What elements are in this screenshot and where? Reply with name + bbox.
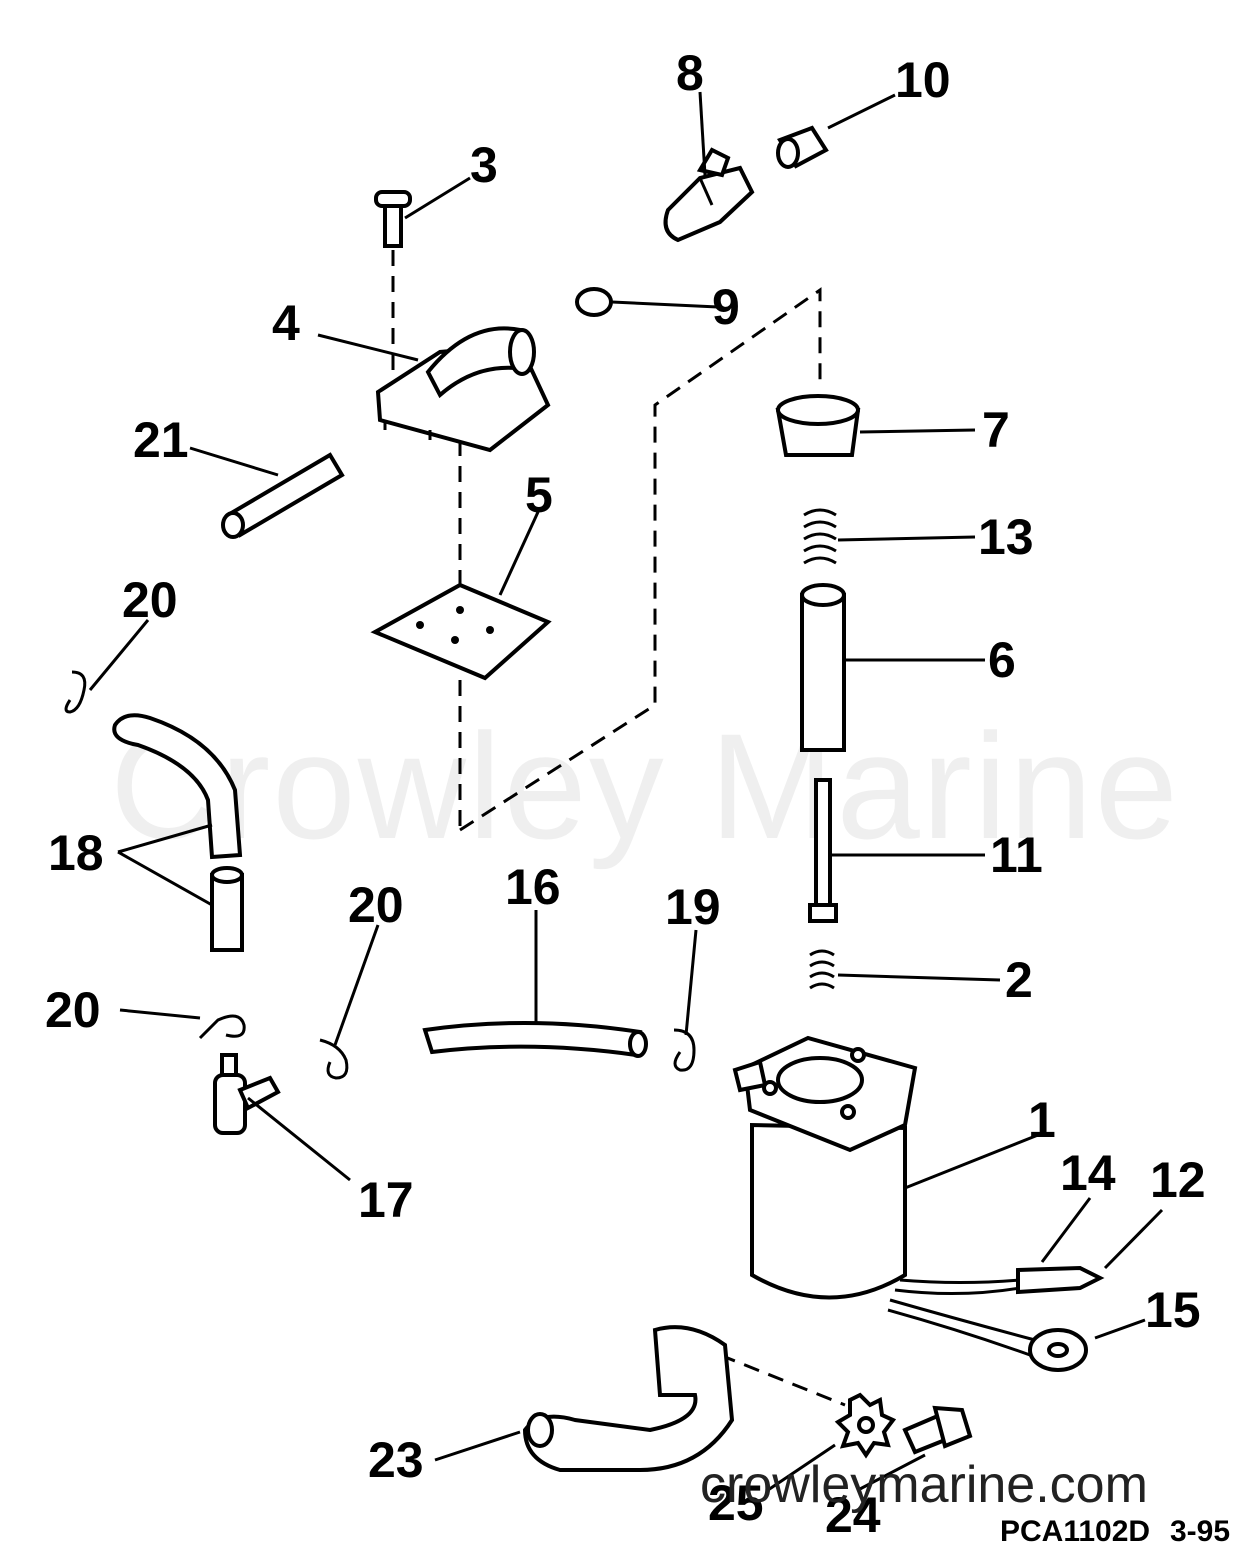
part-8-fitting (663, 147, 755, 243)
callout-14: 14 (1060, 1145, 1116, 1201)
part-2-spring (809, 949, 835, 990)
callout-15: 15 (1145, 1282, 1201, 1338)
callout-5: 5 (525, 467, 553, 523)
callout-7: 7 (982, 402, 1010, 458)
callout-10: 10 (895, 52, 951, 108)
callout-16: 16 (505, 859, 561, 915)
callout-24: 24 (825, 1487, 881, 1543)
callout-4: 4 (272, 295, 300, 351)
part-19-clamp (673, 1028, 696, 1072)
part-7-cap (775, 394, 861, 457)
callout-21: 21 (133, 412, 189, 468)
part-20-clamp-top (64, 670, 87, 714)
callout-17: 17 (358, 1172, 414, 1228)
part-21-hose (221, 452, 345, 539)
callout-20-middle: 20 (348, 877, 404, 933)
part-24-bolt (902, 1405, 973, 1455)
callout-2: 2 (1005, 952, 1033, 1008)
callout-11: 11 (990, 827, 1043, 883)
callout-20-top: 20 (122, 572, 178, 628)
part-16-hose (422, 1020, 648, 1058)
part-5-diaphragm (370, 582, 552, 681)
date-code: 3-95 (1170, 1515, 1231, 1548)
drawing-code: PCA1102D (1000, 1515, 1151, 1548)
watermark-text: Crowley Marine (110, 702, 1180, 870)
callout-20-left: 20 (45, 982, 101, 1038)
part-10-sleeve (776, 125, 829, 169)
part-17-tee-fitting (213, 1053, 281, 1135)
part-13-spring (803, 508, 837, 565)
callout-19: 19 (665, 879, 721, 935)
part-23-bracket (522, 1325, 735, 1472)
callout-6: 6 (988, 632, 1016, 688)
callout-18: 18 (48, 825, 104, 881)
part-9-o-ring (575, 287, 613, 317)
part-20-clamp-left (198, 1014, 246, 1040)
part-11-rod (808, 778, 838, 923)
part-1-pump-body (732, 1035, 918, 1300)
callout-1: 1 (1028, 1092, 1056, 1148)
callout-8: 8 (676, 45, 704, 101)
part-14-12-15-wires (887, 1265, 1105, 1372)
leader-lines (88, 91, 1164, 1492)
callout-12: 12 (1150, 1152, 1206, 1208)
part-4-pump-cover (375, 326, 551, 453)
part-25-lock-washer (834, 1392, 897, 1459)
site-watermark: crowleymarine.com (700, 1456, 1148, 1514)
part-6-cylinder (800, 583, 846, 752)
callout-9: 9 (712, 279, 740, 335)
part-3-screw (374, 190, 412, 248)
callout-23: 23 (368, 1432, 424, 1488)
callout-13: 13 (978, 509, 1034, 565)
callout-25: 25 (708, 1475, 764, 1531)
callout-3: 3 (470, 137, 498, 193)
part-20-clamp-middle (319, 1038, 349, 1080)
part-18-hoses (112, 713, 244, 952)
